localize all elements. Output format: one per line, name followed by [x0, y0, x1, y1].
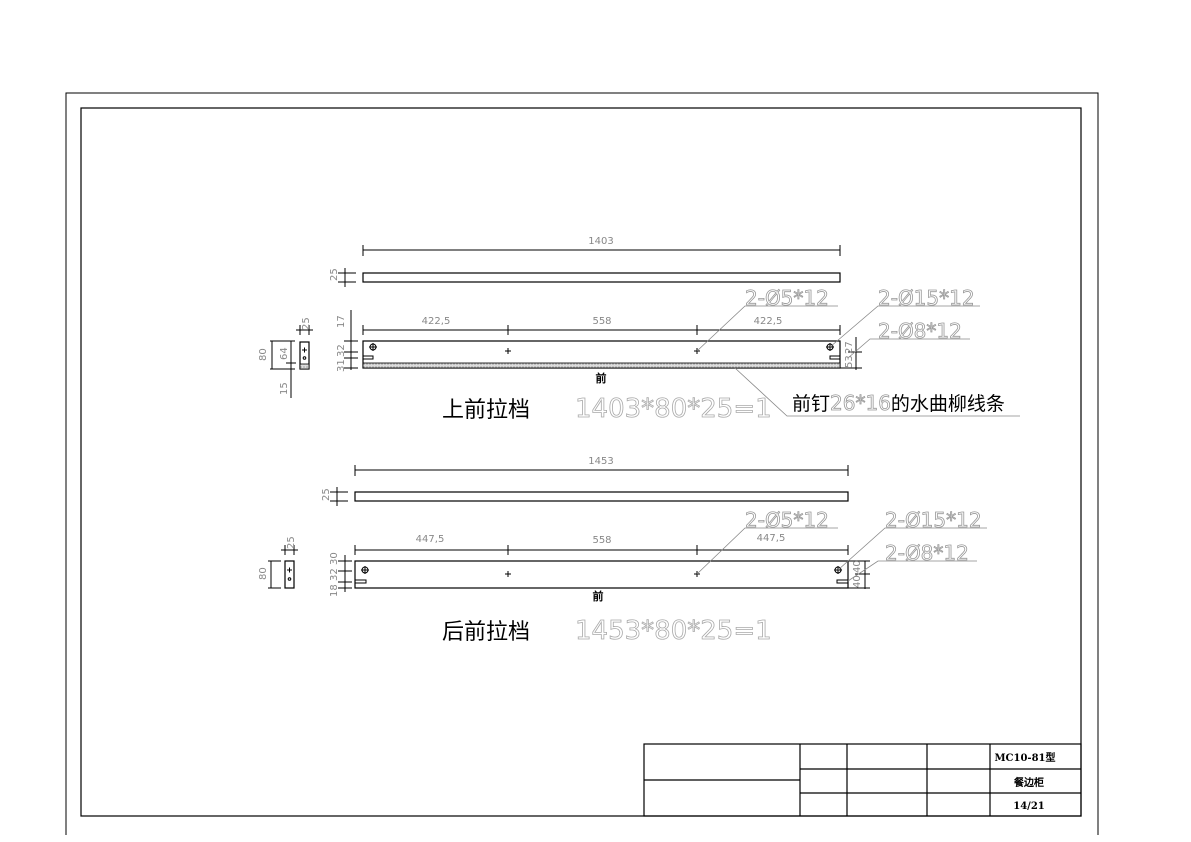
- segment-label: 558: [592, 535, 611, 546]
- part-spec: 1403*80*25=1: [575, 394, 772, 424]
- right-dim-label: 40: [852, 575, 863, 588]
- segment-label: 422,5: [754, 316, 783, 327]
- thickness-label: 25: [321, 488, 332, 501]
- upper-part: 1403 25 422,5 558 422,5 前 17 32 31: [258, 236, 1020, 424]
- right-dim-label: 40: [852, 560, 863, 573]
- trim-note: 前钉26*16的水曲柳线条: [792, 391, 1005, 415]
- left-dim-label: 30: [329, 552, 340, 565]
- overall-length-label: 1453: [588, 456, 613, 467]
- slot-8-icon: [362, 355, 374, 360]
- product-name: 餐边柜: [1013, 776, 1044, 789]
- hatched-trim-strip: [362, 362, 841, 369]
- segment-label: 447,5: [757, 533, 786, 544]
- section-width-label: 25: [286, 536, 297, 549]
- front-label: 前: [593, 589, 604, 603]
- inner-frame: [80, 107, 1082, 817]
- hole-15-icon: [361, 566, 369, 574]
- slot-8-icon: [836, 579, 849, 584]
- hole-label: 2-Ø5*12: [745, 508, 829, 532]
- slot-8-icon: [829, 355, 841, 360]
- section-inner-label: 64: [279, 347, 290, 360]
- outer-frame: [65, 92, 1099, 835]
- left-dim-label: 32: [336, 344, 347, 357]
- hole-15-icon: [369, 343, 377, 351]
- top-view: [362, 272, 841, 283]
- section-width-label: 25: [301, 317, 312, 330]
- segment-label: 558: [592, 316, 611, 327]
- right-dim-label: 53: [844, 355, 855, 368]
- part-spec: 1453*80*25=1: [575, 616, 772, 646]
- hole-label: 2-Ø5*12: [745, 286, 829, 310]
- segment-label: 447,5: [416, 534, 445, 545]
- hole-label: 2-Ø8*12: [885, 541, 969, 565]
- section-offset-label: 15: [279, 382, 290, 395]
- section-height-label: 80: [258, 567, 269, 580]
- section-height-label: 80: [258, 348, 269, 361]
- hole-5-icon: [505, 571, 511, 577]
- left-dim-label: 32: [329, 568, 340, 581]
- hole-5-icon: [505, 348, 511, 354]
- right-dim-label: 27: [844, 341, 855, 354]
- overall-length-label: 1403: [588, 236, 613, 247]
- part-title: 上前拉档: [442, 398, 530, 423]
- slot-8-icon: [354, 579, 367, 584]
- lower-part: 1453 25 447,5 558 447,5 前 30 32 18 40 40: [258, 456, 987, 646]
- hole-label: 2-Ø15*12: [878, 286, 975, 310]
- section-view: [284, 560, 295, 589]
- segment-label: 422,5: [422, 316, 451, 327]
- left-dim-label: 17: [336, 315, 347, 328]
- sheet-number: 14/21: [1013, 801, 1044, 812]
- title-block: MC10-81型 餐边柜 14/21: [643, 743, 1082, 817]
- part-title: 后前拉档: [442, 620, 530, 645]
- left-dim-label: 31: [336, 359, 347, 372]
- front-label: 前: [596, 371, 607, 385]
- hole-label: 2-Ø8*12: [878, 319, 962, 343]
- model-number: MC10-81型: [994, 751, 1055, 764]
- top-view: [354, 491, 849, 502]
- thickness-label: 25: [329, 268, 340, 281]
- hole-label: 2-Ø15*12: [885, 508, 982, 532]
- front-view: [354, 560, 849, 589]
- left-dim-label: 18: [329, 584, 340, 597]
